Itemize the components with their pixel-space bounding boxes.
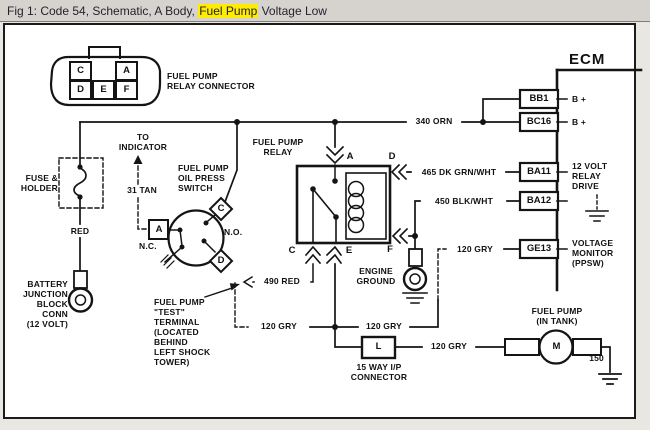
connector-pin-e: E: [100, 84, 107, 95]
wire-label-490-red: 490 RED: [264, 276, 300, 286]
fuel-pump-relay-label: FUEL PUMP RELAY: [252, 137, 304, 157]
no-label: N.O.: [224, 227, 243, 237]
ecm-symbol: [518, 68, 643, 292]
connector-pin-c: C: [77, 65, 84, 76]
engine-ground-symbol: [402, 248, 428, 304]
fuel-pump-label: FUEL PUMP (IN TANK): [531, 306, 583, 326]
up-arrow-icon: [133, 155, 143, 164]
wire-label-450-blk-wht: 450 BLK/WHT: [435, 196, 493, 206]
relay-pin-d: D: [388, 151, 396, 162]
relay-pin-a: A: [346, 151, 354, 162]
oil-switch-pin-c: C: [217, 203, 225, 214]
connector-pin-d: D: [77, 84, 84, 95]
wire-label-red: RED: [70, 226, 90, 236]
wire-label-31-tan: 31 TAN: [127, 185, 157, 195]
up-chevron-icon: [304, 245, 322, 265]
nc-label: N.C.: [139, 241, 157, 251]
wire-label-465-grn-wht: 465 DK GRN/WHT: [421, 167, 497, 177]
indicator-wire-31-tan: [133, 155, 150, 230]
relay-pin-e: E: [345, 245, 353, 256]
oil-press-switch-symbol: [148, 121, 238, 274]
ecm-title: ECM: [569, 51, 606, 68]
wire-340-orn: [79, 98, 521, 125]
fuel-pump-relay-symbol: [295, 123, 409, 265]
ecm-pin-bc16: BC16: [526, 116, 552, 127]
ecm-pin-ba11: BA11: [527, 166, 551, 177]
ecm-pin-ba12: BA12: [526, 195, 552, 206]
test-terminal-label: FUEL PUMP "TEST" TERMINAL (LOCATED BEHIN…: [154, 297, 211, 367]
oil-press-switch-label: FUEL PUMP OIL PRESS SWITCH: [178, 163, 229, 193]
wire-label-120-gry-mid: 120 GRY: [365, 321, 403, 331]
connector-pin-f: F: [123, 84, 130, 95]
ecm-note-bplus-2: B +: [572, 117, 587, 127]
ecm-note-bplus-1: B +: [572, 94, 587, 104]
ip-connector-symbol: [360, 335, 397, 360]
ecm-note-relay-drive: 12 VOLT RELAY DRIVE: [572, 161, 608, 191]
title-text-highlight: Fuel Pump: [198, 4, 259, 18]
relay-connector-symbol: [49, 46, 162, 107]
ip-connector-pin-l: L: [375, 341, 382, 352]
title-text-prefix: Fig 1: Code 54, Schematic, A Body,: [7, 4, 199, 18]
battery-ring-terminal-symbol: [67, 270, 94, 313]
relay-connector-label: FUEL PUMP RELAY CONNECTOR: [167, 71, 255, 91]
up-chevron-icon: [325, 245, 343, 265]
wire-label-120-gry-left: 120 GRY: [260, 321, 298, 331]
relay-pin-f: F: [387, 244, 393, 255]
wire-label-120-gry-pump: 120 GRY: [430, 341, 468, 351]
left-chevron-icon: [390, 163, 408, 181]
down-chevron-icon: [325, 145, 345, 165]
fuse-holder-label: FUSE & HOLDER: [20, 173, 58, 193]
ecm-pin-bb1: BB1: [529, 93, 549, 104]
left-chevron-icon: [242, 275, 254, 289]
wire-label-340-orn: 340 ORN: [415, 116, 453, 126]
ecm-note-voltage-monitor: VOLTAGE MONITOR (PPSW): [572, 238, 614, 268]
wire-450-blk-wht: [408, 200, 521, 250]
fuel-pump-motor-symbol: [504, 329, 622, 385]
fuse-holder-symbol: [58, 121, 104, 272]
oil-switch-pin-d: D: [217, 255, 225, 266]
engine-ground-label: ENGINE GROUND: [356, 266, 396, 286]
nc-hash-icon: [160, 254, 175, 269]
motor-m-icon: M: [552, 341, 561, 352]
left-chevron-icon: [391, 227, 409, 245]
to-indicator-label: TO INDICATOR: [118, 132, 168, 152]
relay-pin-c: C: [288, 245, 296, 256]
ground-icon: [585, 210, 609, 222]
title-bar: Fig 1: Code 54, Schematic, A Body, Fuel …: [0, 0, 650, 22]
oil-switch-pin-a: A: [155, 224, 163, 235]
connector-pin-a: A: [123, 65, 130, 76]
ground-150-label: 150: [589, 353, 604, 363]
wire-label-120-gry-ge13: 120 GRY: [456, 244, 494, 254]
ip-connector-label: 15 WAY I/P CONNECTOR: [350, 362, 408, 382]
ground-icon: [402, 292, 428, 304]
battery-junction-label: BATTERY JUNCTION BLOCK CONN (12 VOLT): [22, 279, 68, 329]
wire-120-gry: [234, 248, 521, 348]
ecm-pin-ge13: GE13: [526, 243, 552, 254]
relay-coil-icon: [347, 180, 365, 234]
title-text-suffix: Voltage Low: [258, 4, 327, 18]
ground-icon: [598, 373, 622, 385]
